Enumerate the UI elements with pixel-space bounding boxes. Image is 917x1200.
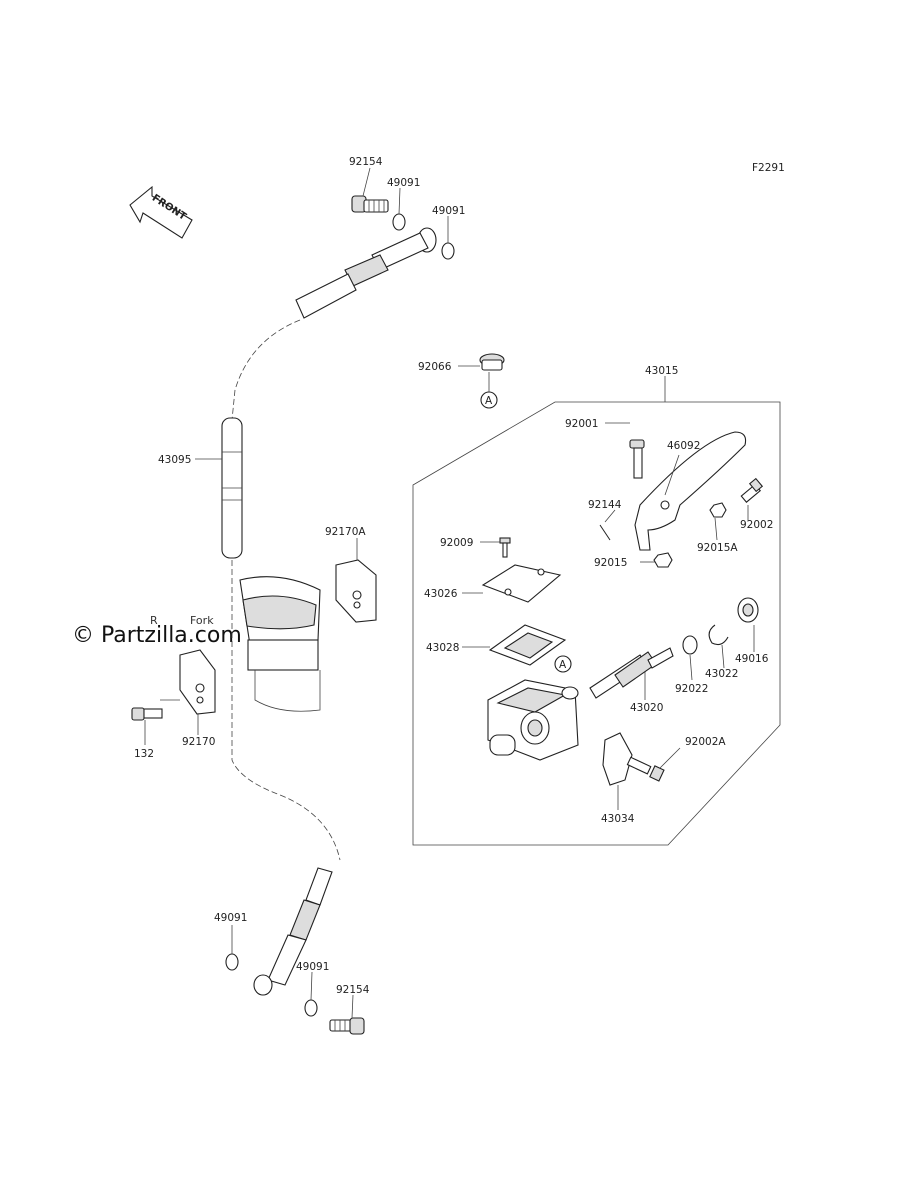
label-43034: 43034: [601, 813, 635, 825]
washer-92022: [682, 635, 698, 655]
callout-a-body-text: A: [559, 659, 567, 671]
screw-92009: [499, 537, 511, 558]
master-cylinder-body: [487, 679, 579, 761]
washer-top-1: [392, 213, 406, 231]
label-43095: 43095: [158, 454, 191, 466]
lever-46092: [634, 431, 747, 551]
nut-92015A: [709, 502, 727, 518]
front-arrow-icon: FRONT: [129, 185, 193, 239]
cap-92066: [479, 353, 505, 371]
label-92002A: 92002A: [685, 736, 726, 748]
washer-top-2: [441, 242, 455, 260]
bracket-92170A: [335, 559, 377, 623]
label-43028: 43028: [426, 642, 459, 654]
label-92022: 92022: [675, 683, 708, 695]
bolt-92002: [740, 477, 764, 503]
bolt-132: [131, 707, 163, 721]
hose-fitting-bottom: [253, 867, 333, 996]
washer-bottom-2: [304, 999, 318, 1017]
hose-fitting-top: [295, 227, 437, 319]
nut-92015: [653, 552, 673, 568]
assembly-box-43015: [412, 401, 781, 846]
callout-a-top: A: [480, 391, 498, 409]
label-92154-bottom: 92154: [336, 984, 370, 996]
label-92002: 92002: [740, 519, 773, 531]
circlip-43022: [708, 624, 729, 646]
label-49091-a: 49091: [387, 177, 420, 189]
cover-43026: [481, 564, 562, 603]
label-92170A: 92170A: [325, 526, 366, 538]
label-92015: 92015: [594, 557, 627, 569]
label-49091-c: 49091: [214, 912, 247, 924]
label-49016: 49016: [735, 653, 769, 665]
label-92154-top: 92154: [349, 156, 383, 168]
banjo-bolt-top: [351, 195, 389, 213]
label-92015A: 92015A: [697, 542, 738, 554]
label-132: 132: [134, 748, 154, 760]
label-92001: 92001: [565, 418, 598, 430]
label-92009: 92009: [440, 537, 473, 549]
pin-92144: [599, 524, 611, 541]
callout-a-body: A: [554, 655, 572, 673]
label-49091-d: 49091: [296, 961, 329, 973]
label-92170: 92170: [182, 736, 215, 748]
label-43015: 43015: [645, 365, 678, 377]
label-43020: 43020: [630, 702, 663, 714]
diaphragm-43028: [488, 624, 567, 666]
banjo-bolt-bottom: [329, 1017, 365, 1035]
leader-lines: [144, 167, 755, 1019]
label-46092: 46092: [667, 440, 700, 452]
fork-tube: R Fork: [150, 576, 321, 712]
bolt-92002A: [626, 756, 665, 782]
washer-bottom-1: [225, 953, 239, 971]
watermark: © Partzilla.com: [72, 623, 242, 648]
callout-a-text: A: [485, 395, 493, 407]
label-43022: 43022: [705, 668, 738, 680]
boot-49016: [737, 597, 759, 623]
fork-label: Fork: [190, 614, 214, 627]
label-49091-b: 49091: [432, 205, 465, 217]
label-92066: 92066: [418, 361, 452, 373]
fork-prefix: R: [150, 614, 158, 627]
piston-43020: [589, 647, 674, 699]
label-43026: 43026: [424, 588, 458, 600]
bracket-92170: [160, 649, 216, 715]
clamp-43034: [602, 732, 633, 786]
pin-92001: [629, 439, 645, 479]
label-92144: 92144: [588, 499, 622, 511]
figure-id: F2291: [752, 162, 785, 174]
